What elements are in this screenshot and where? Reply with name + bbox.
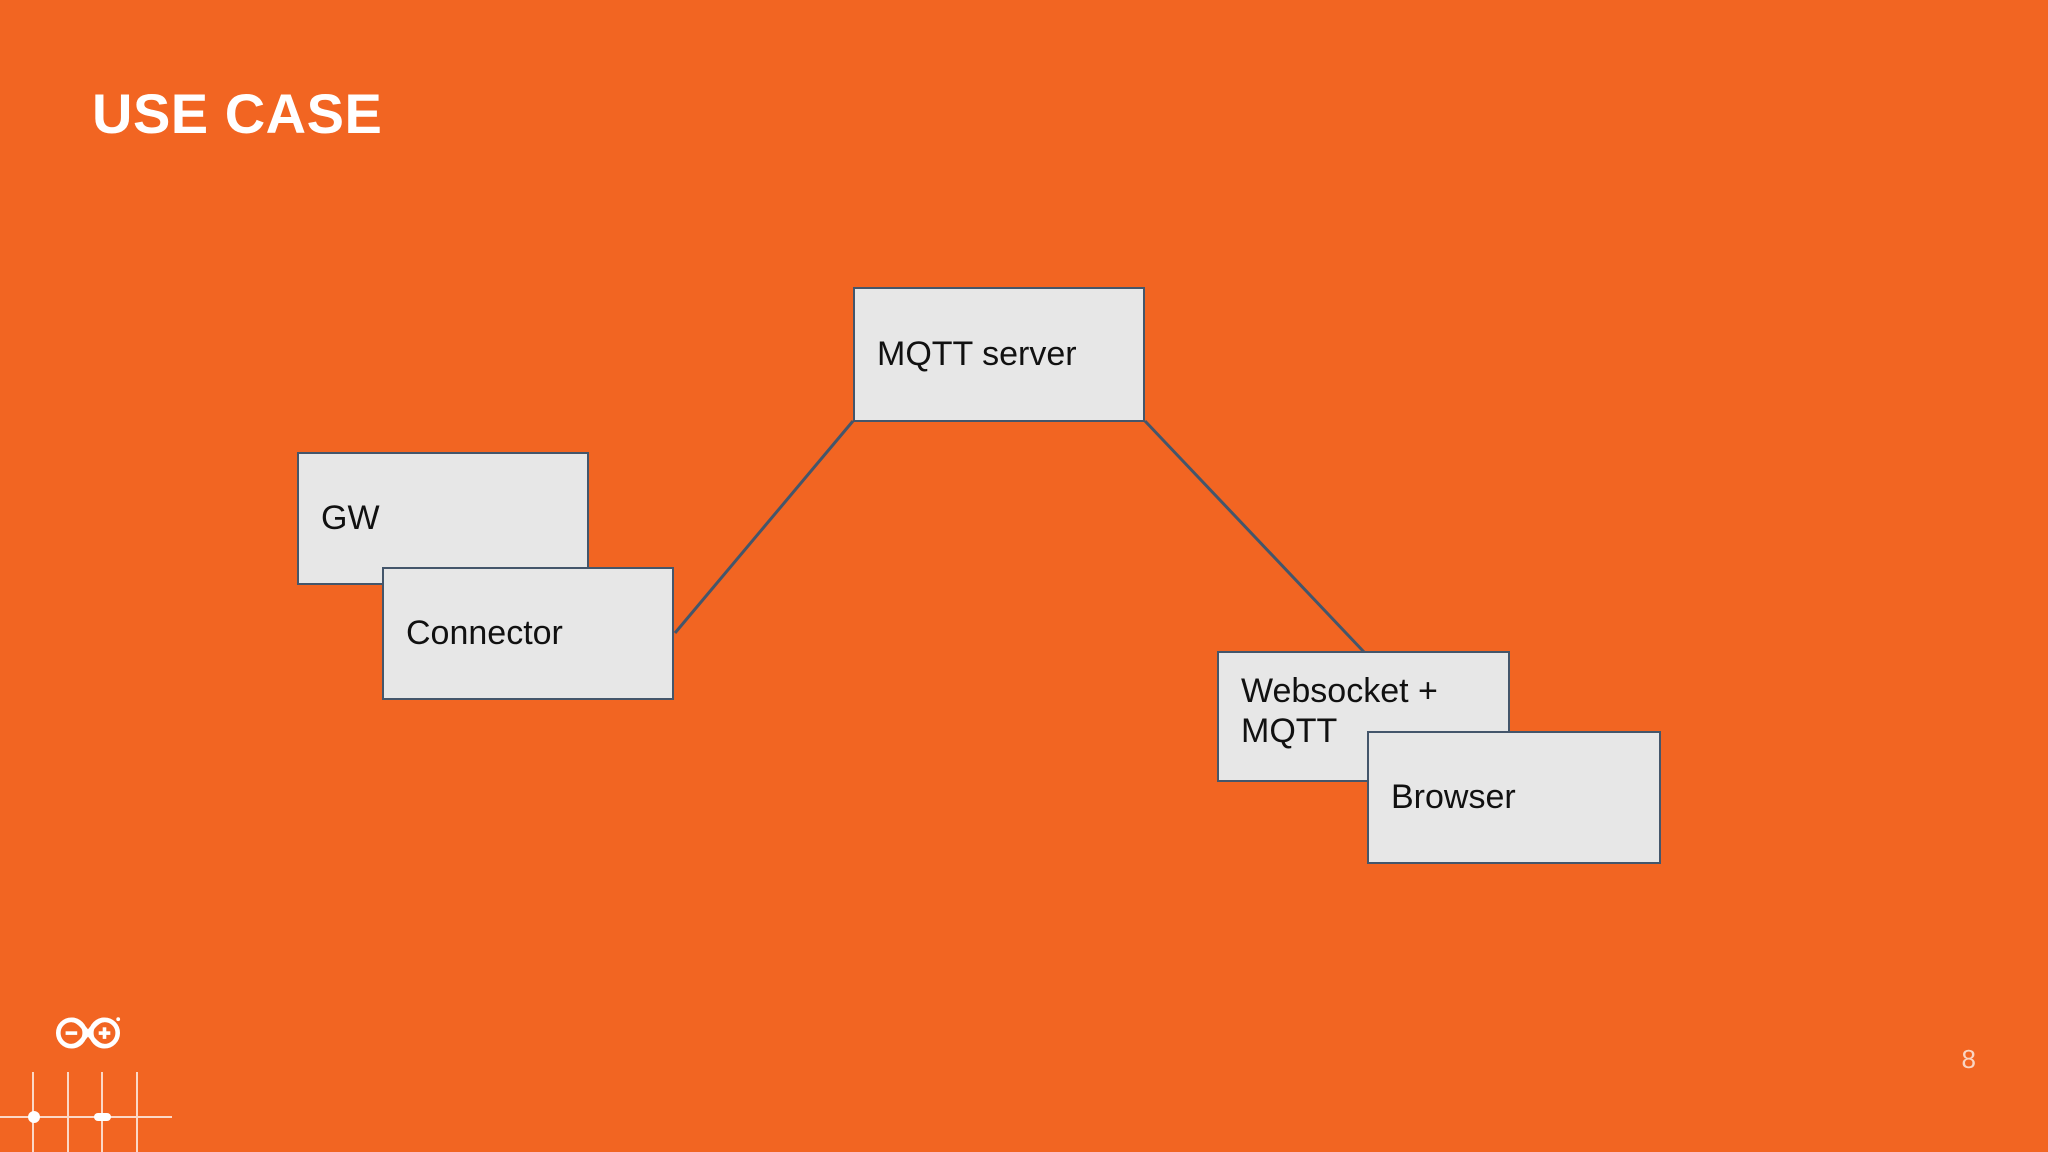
diagram-node-mqtt-server[interactable]: MQTT server	[853, 287, 1145, 422]
edge-connector-to-mqtt	[673, 420, 855, 634]
diagram-node-connector[interactable]: Connector	[382, 567, 674, 700]
diagram-node-gw[interactable]: GW	[297, 452, 589, 585]
edge-mqtt-to-websocket	[1143, 419, 1366, 654]
page-number: 8	[1961, 1044, 1976, 1074]
diagram-node-websocket-mqtt-label: Websocket + MQTT	[1241, 672, 1438, 751]
diagram-node-mqtt-server-label: MQTT server	[877, 335, 1077, 374]
page-title: USE CASE	[92, 82, 383, 145]
diagram-node-browser-label: Browser	[1391, 778, 1516, 817]
arduino-infinity-logo-icon	[56, 1017, 121, 1049]
diagram-node-browser[interactable]: Browser	[1367, 731, 1661, 864]
diagram-node-websocket-mqtt[interactable]: Websocket + MQTT	[1217, 651, 1510, 782]
diagram-node-connector-label: Connector	[406, 614, 563, 653]
diagram-node-gw-label: GW	[321, 499, 380, 538]
